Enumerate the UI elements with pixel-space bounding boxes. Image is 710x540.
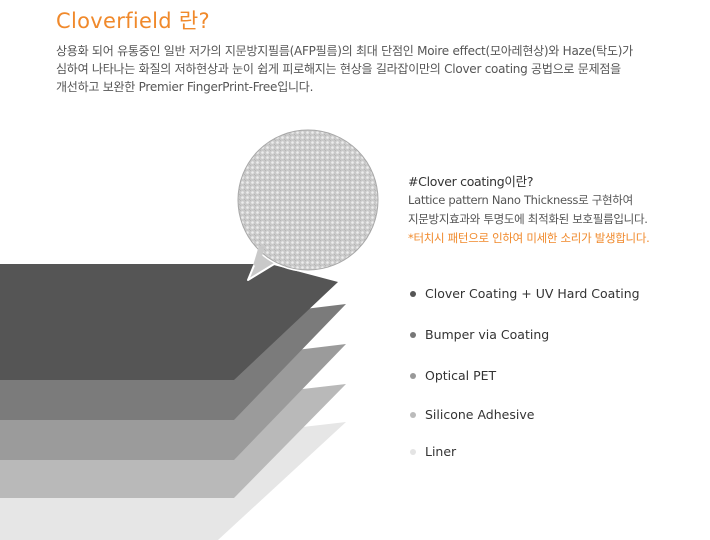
legend-item-bumper-coating: Bumper via Coating [410,327,549,342]
intro-paragraph: 상용화 되어 유통중인 일반 저가의 지문방지필름(AFP필름)의 최대 단점인… [56,42,706,96]
bullet-dot-icon [410,411,416,418]
lattice-pattern [238,130,378,270]
bubble-tail-joint [253,245,265,267]
coating-note: *터치시 패턴으로 인하여 미세한 소리가 발생합니다. [408,231,650,245]
bullet-dot-icon [410,448,416,455]
legend-label: Optical PET [425,368,497,383]
bullet-dot-icon [410,331,416,338]
legend-label: Clover Coating + UV Hard Coating [425,286,640,301]
legend-item-clover-coating: Clover Coating + UV Hard Coating [410,286,640,301]
legend-item-silicone-adhesive: Silicone Adhesive [410,407,534,422]
legend-label: Bumper via Coating [425,327,550,342]
bullet-dot-icon [410,290,416,297]
page-title: Cloverfield 란? [56,9,210,33]
coating-heading: #Clover coating이란? [408,174,534,189]
intro-line-2: 심하여 나타나는 화질의 저하현상과 눈이 쉽게 피로해지는 현상을 길라잡이만… [56,62,621,76]
clover-coating-description: #Clover coating이란? Lattice pattern Nano … [408,172,703,248]
coating-text-line-1: Lattice pattern Nano Thickness로 구현하여 [408,193,633,207]
coating-text-line-2: 지문방지효과와 투명도에 최적화된 보호필름입니다. [408,212,648,226]
legend-item-optical-pet: Optical PET [410,368,496,383]
intro-line-3: 개선하고 보완한 Premier FingerPrint-Free입니다. [56,80,314,94]
legend-label: Silicone Adhesive [425,407,535,422]
intro-line-1: 상용화 되어 유통중인 일반 저가의 지문방지필름(AFP필름)의 최대 단점인… [56,44,633,58]
lattice-bubble-outline [237,129,379,271]
bullet-dot-icon [410,372,416,379]
clover-coating-layer [0,264,338,380]
legend-label: Liner [425,444,457,459]
legend-item-liner: Liner [410,444,456,459]
